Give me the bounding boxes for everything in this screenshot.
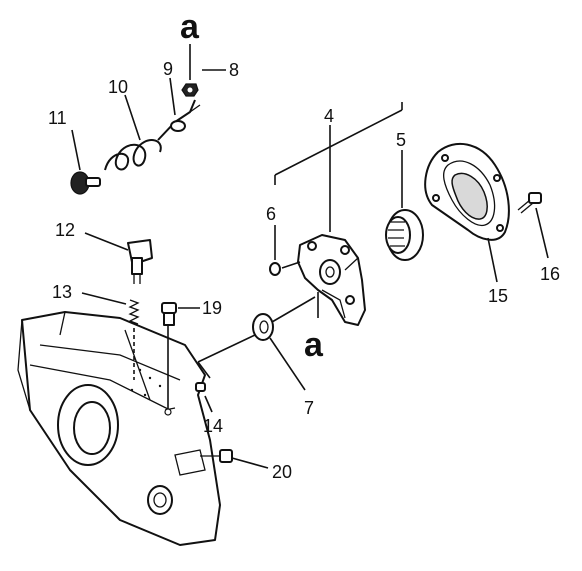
callout-14: 14 xyxy=(203,416,223,436)
leader-7 xyxy=(269,337,306,391)
callout-12: 12 xyxy=(55,220,75,240)
leader-10 xyxy=(124,94,141,141)
part-20-bolt xyxy=(200,449,233,463)
part-4-pump-body xyxy=(297,234,366,326)
leader-11 xyxy=(71,129,81,171)
callout-8: 8 xyxy=(229,60,239,80)
leader-20 xyxy=(231,457,269,469)
callout-4: 4 xyxy=(324,106,334,126)
part-10-coiled-hose xyxy=(104,99,201,171)
ref-mark-a-top: a xyxy=(180,8,200,46)
ref-mark-a-bottom: a xyxy=(304,326,324,364)
group-bracket xyxy=(274,102,403,185)
axis-7 xyxy=(197,334,256,363)
part-6-o-ring xyxy=(269,262,281,276)
callout-9: 9 xyxy=(163,59,173,79)
leader-9 xyxy=(169,77,176,116)
part-19-fitting xyxy=(161,302,177,326)
leader-13 xyxy=(81,292,127,305)
callout-5: 5 xyxy=(396,130,406,150)
leader-14 xyxy=(204,395,213,413)
part-11-knob xyxy=(70,171,101,195)
callout-13: 13 xyxy=(52,282,72,302)
part-8-nut xyxy=(181,83,199,97)
part-14-plug xyxy=(195,382,206,392)
part-12-fitting xyxy=(127,239,153,284)
part-15-cover-plate xyxy=(424,143,510,241)
callout-10: 10 xyxy=(108,77,128,97)
leader-16 xyxy=(535,207,549,259)
leader-15 xyxy=(487,237,498,283)
axis-6 xyxy=(281,261,301,269)
axis-7-pump xyxy=(271,296,316,323)
axis-7b xyxy=(197,361,211,379)
part-16-screw xyxy=(517,192,542,214)
callout-6: 6 xyxy=(266,204,276,224)
callout-11: 11 xyxy=(48,108,67,128)
callout-19: 19 xyxy=(202,298,222,318)
callout-20: 20 xyxy=(272,462,292,482)
part-7-washer xyxy=(252,313,274,341)
callout-15: 15 xyxy=(488,286,508,306)
part-5-drive-gear xyxy=(385,209,424,261)
crankcase-housing xyxy=(17,311,221,546)
callout-16: 16 xyxy=(540,264,560,284)
callout-7: 7 xyxy=(304,398,314,418)
part-13-spring xyxy=(128,299,140,325)
leader-12 xyxy=(84,232,129,251)
